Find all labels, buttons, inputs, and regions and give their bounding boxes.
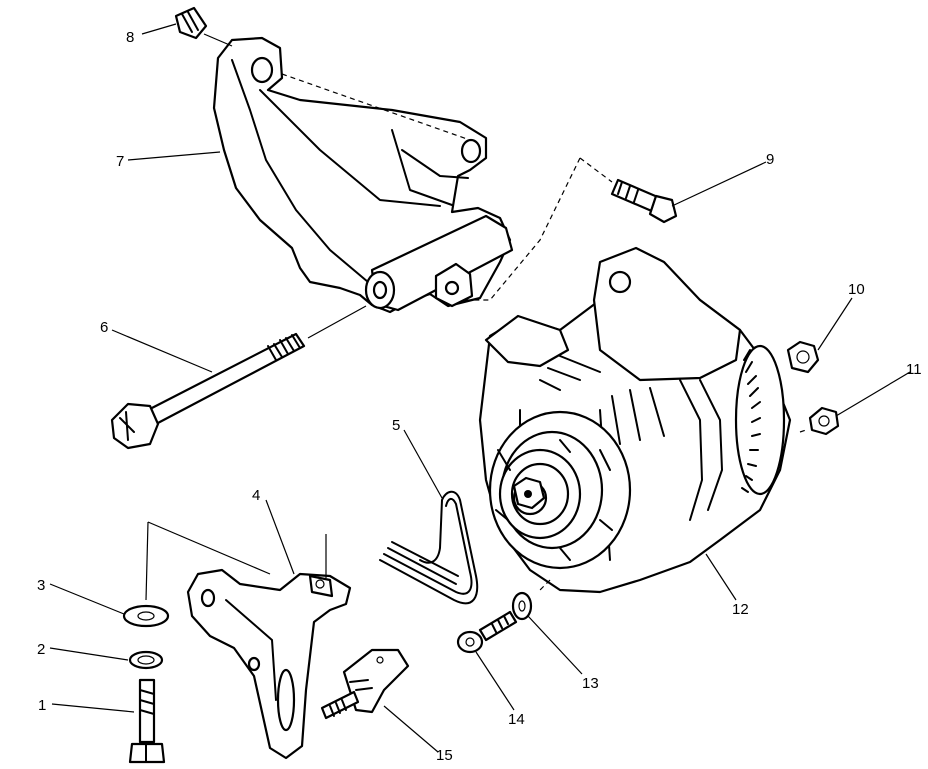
callout-12: 12 — [732, 601, 749, 618]
callout-14: 14 — [508, 711, 525, 728]
nut-part-11 — [808, 406, 840, 436]
callout-6: 6 — [100, 319, 108, 336]
washer-part-13 — [511, 591, 533, 621]
stud-part-15 — [320, 648, 410, 720]
drive-belt-part-5 — [379, 490, 479, 605]
leader-lines — [49, 23, 911, 753]
lower-bracket-part-4 — [145, 521, 352, 760]
callout-9: 9 — [766, 151, 774, 168]
callout-4: 4 — [252, 487, 260, 504]
callout-7: 7 — [116, 153, 124, 170]
upper-mounting-bracket — [212, 36, 514, 314]
callout-8: 8 — [126, 29, 134, 46]
washer-part-3 — [122, 604, 170, 628]
cap-screw-part-14 — [456, 610, 518, 654]
callout-13: 13 — [582, 675, 599, 692]
callout-labels: 1 2 3 4 5 6 7 8 9 10 11 12 13 14 15 — [37, 29, 922, 764]
long-bolt-part-6 — [110, 305, 367, 450]
callout-15: 15 — [436, 747, 453, 764]
callout-1: 1 — [38, 697, 46, 714]
callout-5: 5 — [392, 417, 400, 434]
sleeve-part-8 — [174, 6, 233, 47]
callout-3: 3 — [37, 577, 45, 594]
bolt-part-1 — [128, 678, 166, 764]
alternator-part-12 — [478, 246, 807, 594]
callout-10: 10 — [848, 281, 865, 298]
bolt-part-9 — [462, 157, 678, 301]
nut-part-10 — [786, 340, 820, 374]
spring-washer-part-2 — [128, 650, 164, 670]
callout-11: 11 — [906, 361, 922, 378]
callout-2: 2 — [37, 641, 45, 658]
